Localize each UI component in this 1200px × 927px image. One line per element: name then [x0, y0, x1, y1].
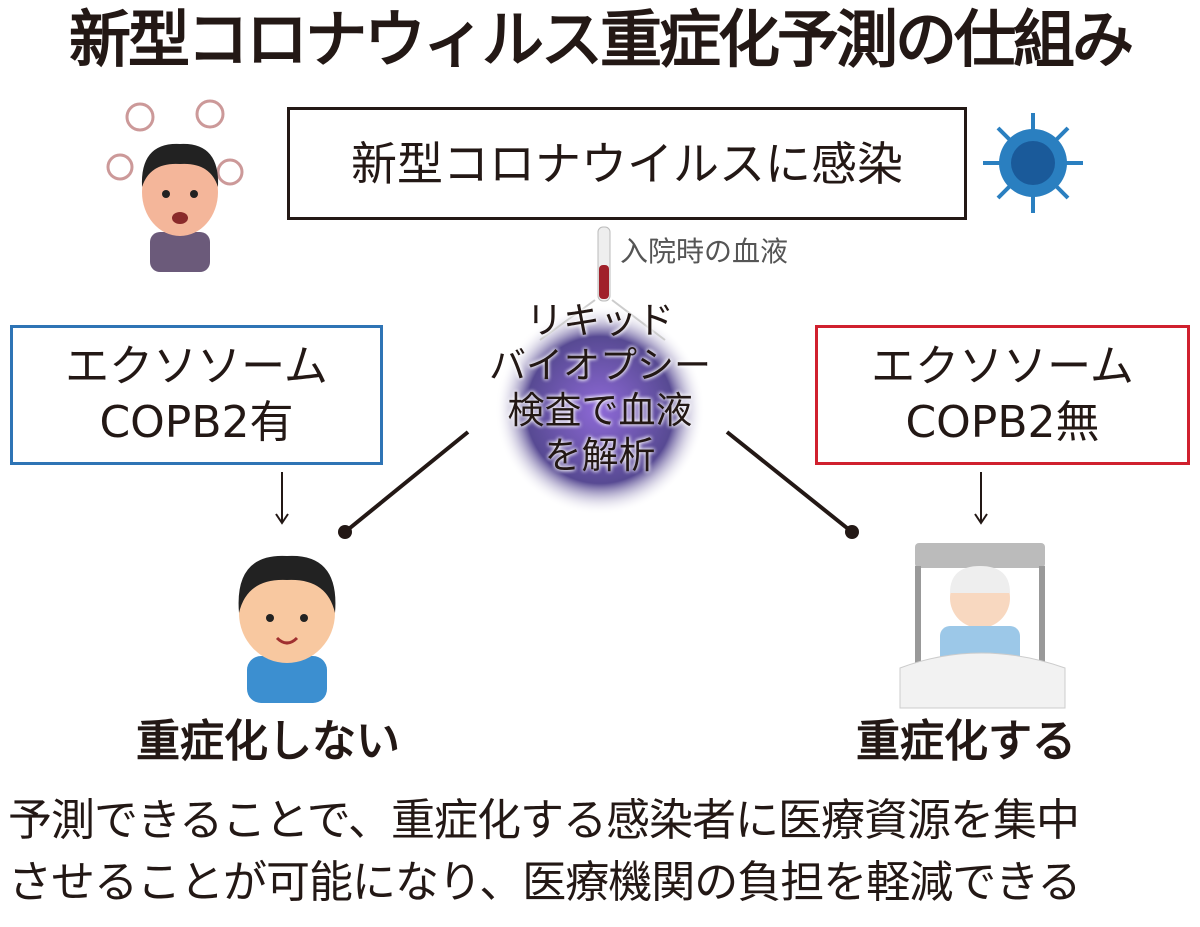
- copb2-present-box: エクソソーム COPB2有: [10, 325, 383, 465]
- sick-person-icon: [106, 99, 244, 272]
- blood-tube-icon: [597, 226, 611, 302]
- center-line: リキッド: [526, 299, 674, 342]
- right-box-line2: COPB2無: [905, 397, 1100, 448]
- infection-box: 新型コロナウイルスに感染: [287, 107, 967, 220]
- page-title: 新型コロナウィルス重症化予測の仕組み: [68, 3, 1134, 76]
- left-connector: [343, 430, 470, 534]
- center-line: バイオプシー: [489, 344, 711, 387]
- severe-outcome: 重症化する: [856, 716, 1076, 767]
- right-box-line1: エクソソーム: [871, 341, 1134, 392]
- blood-label: 入院時の血液: [620, 235, 789, 268]
- conclusion-line: 予測できることで、重症化する感染者に医療資源を集中: [8, 795, 1080, 846]
- right-connector: [725, 430, 854, 534]
- down-arrows: [275, 472, 988, 525]
- conclusion-text: 予測できることで、重症化する感染者に医療資源を集中 させることが可能になり、医療…: [8, 790, 1081, 914]
- copb2-absent-box: エクソソーム COPB2無: [815, 325, 1190, 465]
- conclusion-line: させることが可能になり、医療機関の負担を軽減できる: [8, 857, 1081, 908]
- center-line: 検査で血液: [507, 389, 693, 432]
- no-severe-outcome: 重症化しない: [136, 716, 400, 767]
- left-box-line1: エクソソーム: [65, 341, 328, 392]
- center-line: を解析: [544, 434, 656, 477]
- hospital-patient-icon: [899, 543, 1066, 709]
- exosome-cell-image: [495, 305, 705, 515]
- healthy-child-icon: [238, 555, 336, 703]
- virus-icon: [983, 113, 1083, 213]
- left-box-line2: COPB2有: [99, 397, 294, 448]
- liquid-biopsy-text: リキッド バイオプシー 検査で血液 を解析: [470, 298, 730, 478]
- infection-text: 新型コロナウイルスに感染: [351, 136, 903, 191]
